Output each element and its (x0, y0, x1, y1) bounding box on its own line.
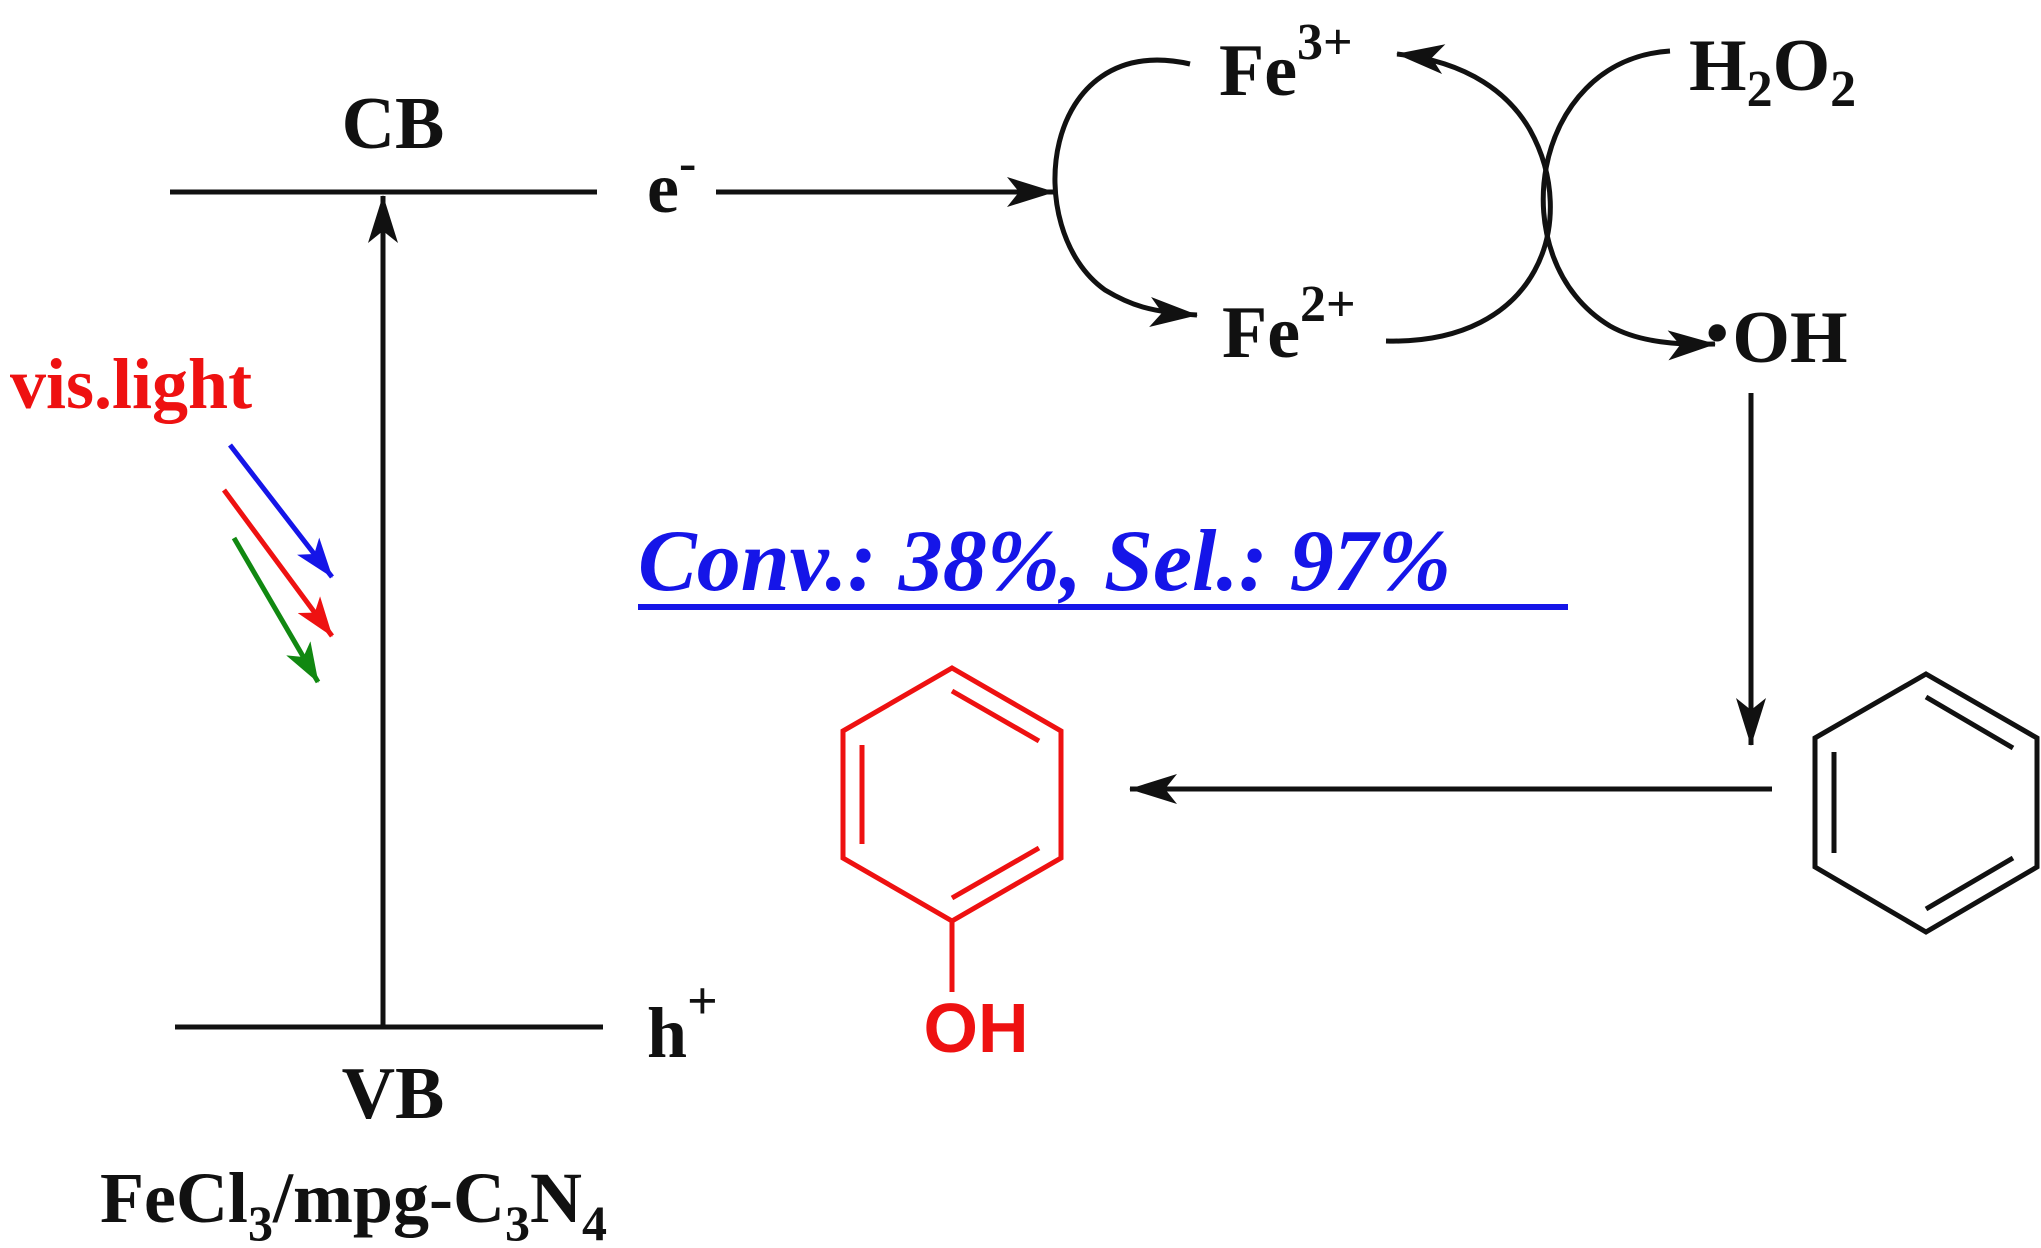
fe3-charge: 3+ (1297, 14, 1353, 71)
phenol-oh-label: OH (924, 989, 1029, 1067)
catalyst-sub-2: 3 (505, 1195, 530, 1248)
h2o2-o: O (1773, 25, 1831, 107)
hydroxyl-text: OH (1732, 297, 1847, 379)
vb-label: VB (342, 1053, 445, 1135)
fenton-cycle: Fe3+ Fe2+ H2O2 •OH (1052, 14, 1856, 379)
fe3-label: Fe3+ (1219, 14, 1353, 112)
electron-charge: - (679, 135, 696, 192)
benzene-structure (1812, 671, 2040, 935)
h2o2-h: H (1689, 25, 1747, 107)
radical-dot: • (1706, 297, 1728, 368)
fe3-symbol: Fe (1219, 30, 1297, 112)
fe2-charge: 2+ (1300, 276, 1356, 333)
fe3-to-fe2-curve (1052, 57, 1198, 327)
visible-light: vis.light (10, 344, 335, 684)
electron-symbol: e (647, 148, 679, 228)
vis-light-label: vis.light (10, 344, 252, 424)
light-ray-green (231, 536, 321, 684)
electron-label: e- (647, 135, 696, 228)
catalyst-part-mpg: /mpg-C (272, 1158, 505, 1238)
hydroxyl-radical-label: •OH (1706, 297, 1848, 379)
light-ray-blue (228, 443, 334, 579)
phenol-ring (840, 665, 1064, 924)
catalyst-part-n: N (530, 1158, 582, 1238)
catalyst-sub-3: 4 (582, 1195, 607, 1248)
benzene-ring (1812, 671, 2040, 935)
phenol-double-bond-3 (950, 845, 1041, 901)
catalyst-part-fecl: FeCl (100, 1158, 248, 1238)
cb-label: CB (342, 83, 445, 165)
catalyst-sub-1: 3 (248, 1195, 273, 1248)
benzene-double-bond-3 (1924, 855, 2015, 912)
h2o2-to-oh-curve (1540, 48, 1716, 361)
conversion-selectivity-text: Conv.: 38%, Sel.: 97% (638, 513, 1451, 610)
fe2-to-fe3-curve (1385, 44, 1553, 344)
fe2-symbol: Fe (1222, 292, 1300, 374)
light-ray-red (221, 488, 335, 638)
fe2-label: Fe2+ (1222, 276, 1356, 374)
h2o2-o-sub: 2 (1830, 61, 1856, 118)
h2o2-h-sub: 2 (1747, 61, 1773, 118)
hole-symbol: h (647, 993, 687, 1073)
hole-charge: + (687, 971, 718, 1031)
phenol-double-bond-2 (950, 688, 1041, 744)
band-diagram: CB VB e- h+ FeCl3/mpg-C3N4 (100, 83, 718, 1248)
catalyst-formula: FeCl3/mpg-C3N4 (100, 1158, 607, 1248)
benzene-double-bond-2 (1924, 694, 2015, 751)
phenol-structure (840, 665, 1064, 992)
h2o2-label: H2O2 (1689, 25, 1856, 118)
hole-label: h+ (647, 971, 718, 1073)
